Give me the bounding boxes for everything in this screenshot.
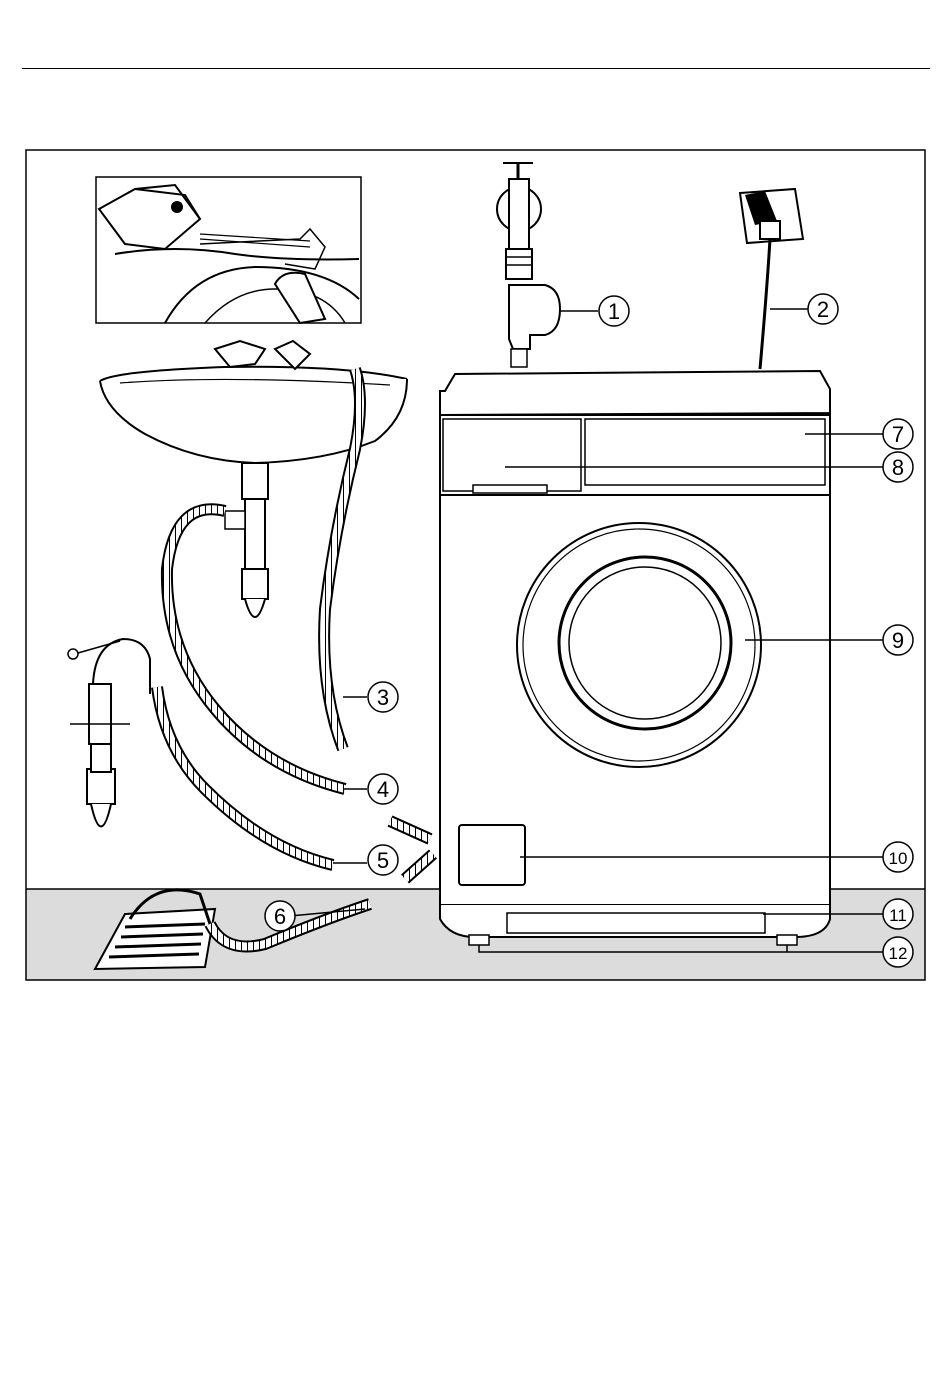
standpipe <box>68 639 150 827</box>
callout-7: 7 <box>883 419 913 449</box>
callout-2-label: 2 <box>817 297 829 322</box>
callout-12: 12 <box>883 937 913 967</box>
callout-4-label: 4 <box>377 777 389 802</box>
plinth-panel <box>507 913 765 933</box>
callout-6: 6 <box>265 901 295 931</box>
inset-detail-view <box>96 177 361 323</box>
callout-12-label: 12 <box>889 944 908 963</box>
installation-diagram: 1 2 3 4 5 6 7 8 9 10 11 12 <box>25 149 926 981</box>
page-header-rule <box>22 68 930 69</box>
callout-8: 8 <box>883 452 913 482</box>
control-panel <box>585 419 825 485</box>
callout-1: 1 <box>599 296 629 326</box>
washing-machine-installation-figure: 1 2 3 4 5 6 7 8 9 10 11 12 <box>25 149 926 981</box>
callout-7-label: 7 <box>892 422 904 447</box>
callout-10-label: 10 <box>889 849 908 868</box>
callout-2: 2 <box>808 294 838 324</box>
callout-5-label: 5 <box>377 848 389 873</box>
water-inlet-valve <box>509 285 560 349</box>
mains-cable <box>760 239 770 369</box>
callout-9-label: 9 <box>892 628 904 653</box>
callout-4: 4 <box>368 774 398 804</box>
callout-3-label: 3 <box>377 685 389 710</box>
drain-filter-flap <box>459 825 525 885</box>
callout-9: 9 <box>883 625 913 655</box>
callout-6-label: 6 <box>274 904 286 929</box>
callout-3: 3 <box>368 682 398 712</box>
door-glass <box>559 557 731 729</box>
adjustable-foot-right <box>777 935 797 945</box>
callout-11-label: 11 <box>889 906 907 925</box>
callout-1-label: 1 <box>608 299 620 324</box>
detergent-dispenser <box>443 419 581 491</box>
callout-11: 11 <box>883 899 913 929</box>
adjustable-foot-left <box>469 935 489 945</box>
washing-machine <box>440 371 830 945</box>
callout-5: 5 <box>368 845 398 875</box>
wall-socket <box>740 189 803 243</box>
callout-8-label: 8 <box>892 455 904 480</box>
callout-10: 10 <box>883 842 913 872</box>
wall-tap <box>497 163 541 279</box>
